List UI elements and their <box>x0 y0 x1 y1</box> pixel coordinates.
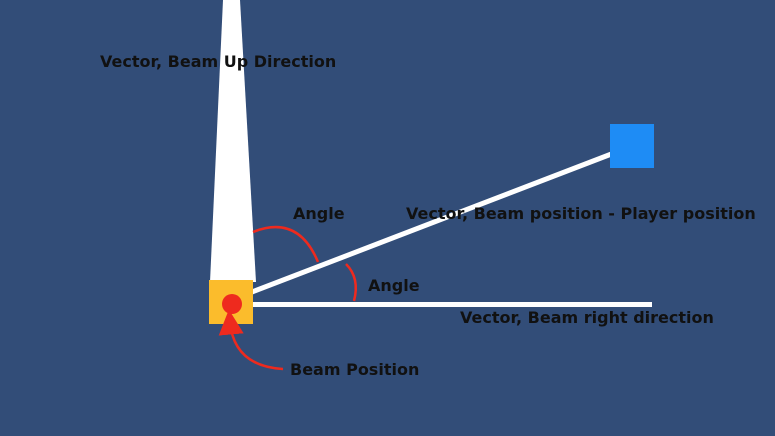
label-right-vector: Vector, Beam right direction <box>460 308 714 327</box>
label-player-vector: Vector, Beam position - Player position <box>406 204 756 223</box>
beam-right-direction-line <box>244 302 652 307</box>
angle-arc-up <box>252 225 320 263</box>
label-up-vector: Vector, Beam Up Direction <box>100 52 336 71</box>
beam-position-dot <box>222 294 242 314</box>
beam-up-direction-shape <box>210 0 256 282</box>
angle-arc-right <box>345 263 357 302</box>
player-square <box>610 124 654 168</box>
beam-position-arrow <box>218 309 284 371</box>
beam-to-player-line <box>251 150 615 295</box>
label-angle-right: Angle <box>368 276 420 295</box>
label-beam-position: Beam Position <box>290 360 419 379</box>
label-angle-up: Angle <box>293 204 345 223</box>
